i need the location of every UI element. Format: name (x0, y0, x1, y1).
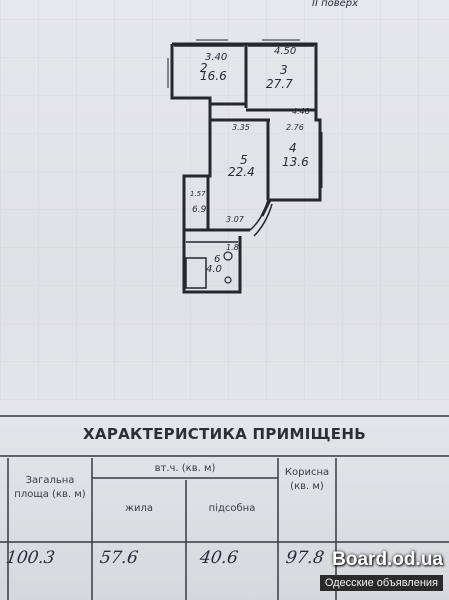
room3-area: 27.7 (266, 77, 293, 91)
watermark-site: Board.od.ua (332, 549, 443, 570)
sink-fixture (223, 251, 233, 261)
col-auxiliary-header: підсобна (208, 503, 256, 514)
col-total-header: Загальна площа (кв. м) (14, 475, 86, 500)
floor-plan: ІІ поверх (167, 0, 358, 294)
corridor-left-dim: 1.57 (190, 190, 206, 198)
col-group-header: вт.ч. (кв. м) (154, 463, 216, 474)
board-watermark: Board.od.ua Одесские объявления (313, 549, 443, 591)
room5-number: 5 (240, 153, 248, 167)
corridor-dim: 3.07 (226, 215, 245, 224)
bathtub-fixture (185, 257, 207, 289)
room2-width: 3.40 (205, 52, 227, 63)
room6-number: 6 (214, 254, 220, 265)
room7-number: 6.9 (192, 205, 207, 215)
value-auxiliary: 40.6 (198, 548, 240, 568)
value-total: 100.3 (4, 548, 57, 568)
room3-width: 4.50 (274, 46, 296, 57)
col-useful-header: Корисна (кв. м) (284, 467, 330, 492)
room6-area: 4.0 (206, 264, 222, 275)
room5-width: 3.35 (232, 123, 250, 132)
room4-number: 4 (289, 141, 297, 155)
room4-area: 13.6 (282, 155, 309, 169)
floor-label: ІІ поверх (312, 0, 358, 9)
room4-width: 2.76 (286, 123, 304, 132)
watermark-subtitle: Одесские объявления (319, 575, 443, 591)
toilet-fixture (224, 276, 232, 284)
paper-background (0, 0, 449, 400)
room2-area: 16.6 (200, 69, 227, 83)
table-title: ХАРАКТЕРИСТИКА ПРИМІЩЕНЬ (83, 425, 366, 443)
room2-number: 2 (200, 61, 208, 75)
col-living-header: жила (124, 503, 154, 514)
room8-area: 1.8 (226, 243, 239, 252)
dim-right-top: 4.48 (292, 107, 310, 116)
room5-area: 22.4 (228, 165, 255, 179)
room3-number: 3 (280, 63, 288, 77)
value-living: 57.6 (98, 548, 140, 568)
